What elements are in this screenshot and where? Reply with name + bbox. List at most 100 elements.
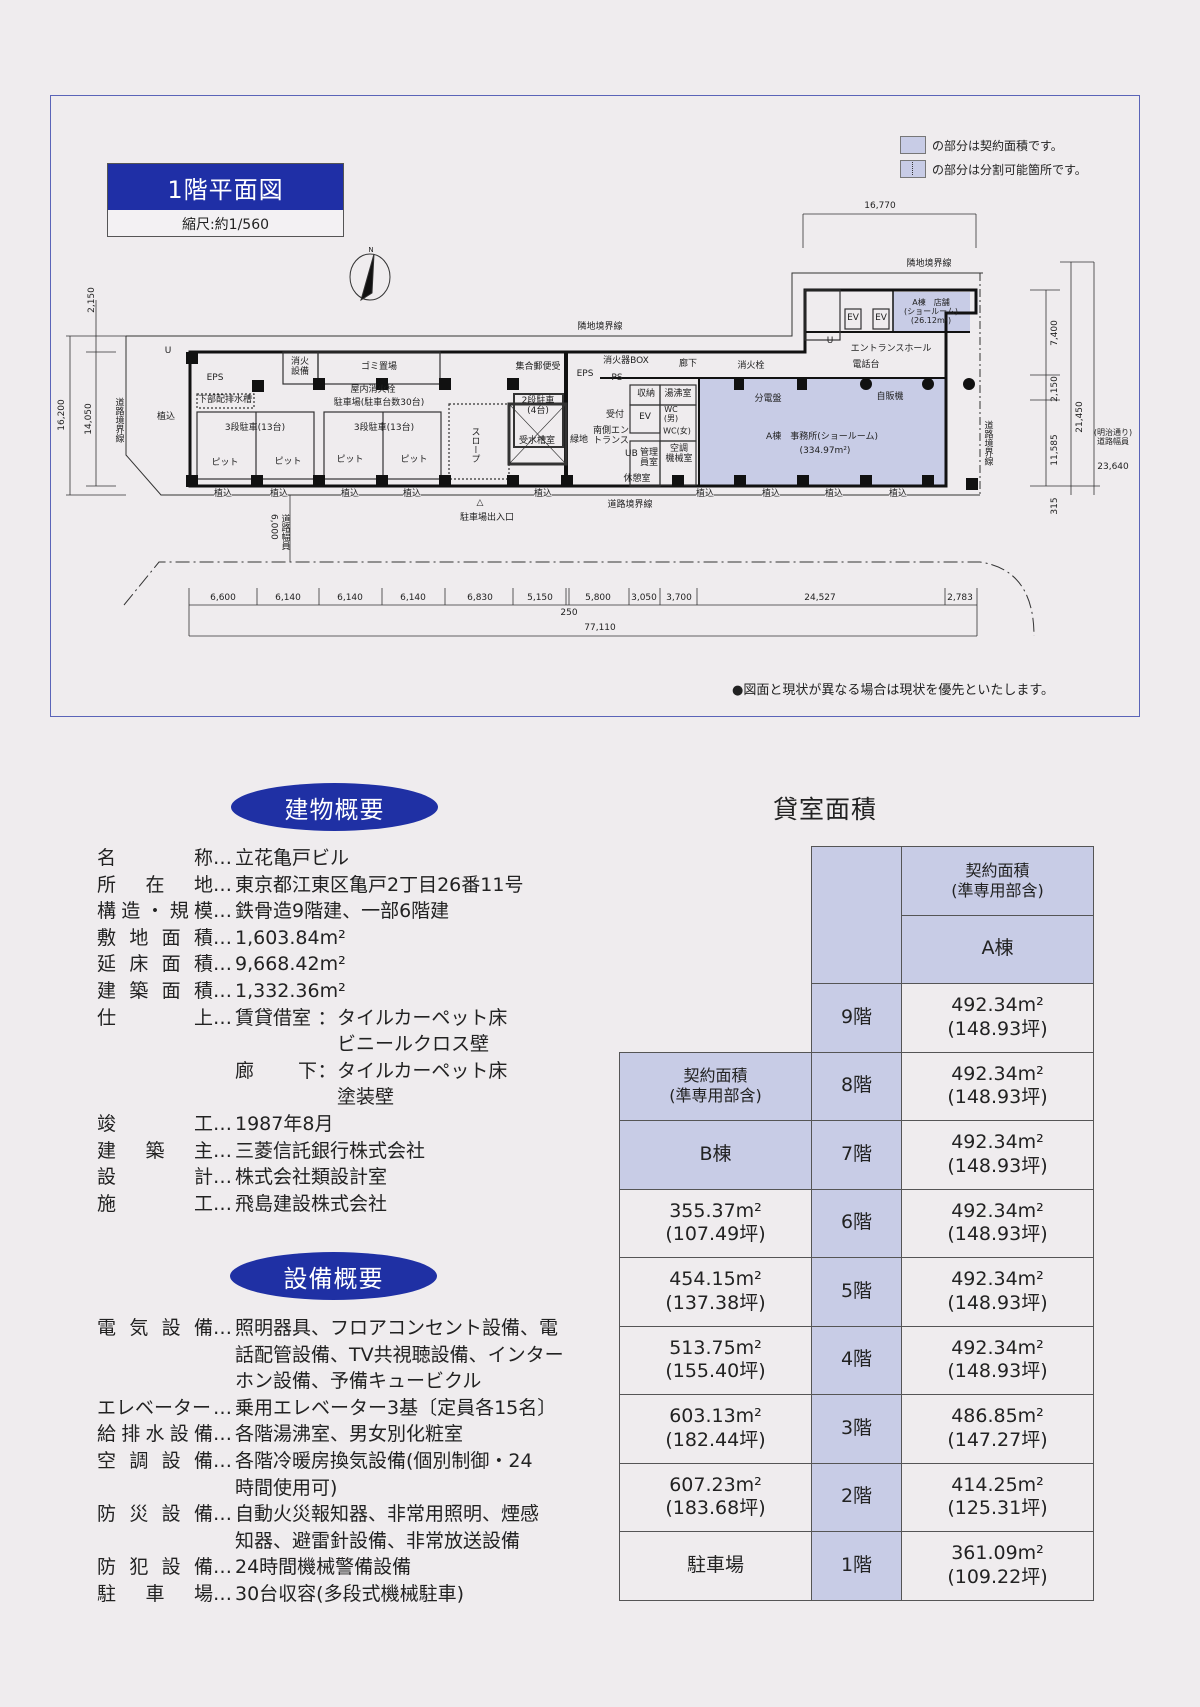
- header-row: 契約面積 (準専用部含): [620, 846, 1094, 984]
- floor-cell: 3階: [811, 1394, 902, 1464]
- spec-label-char: 上: [193, 1006, 213, 1029]
- spec-label-char: 設: [161, 1503, 181, 1526]
- dim-bottom: 5,800: [585, 593, 611, 604]
- spec-label: 建築主: [97, 1138, 213, 1165]
- label-rest-room: 休憩室: [623, 474, 651, 485]
- label-entrance-hall: エントランスホール: [850, 344, 932, 355]
- leader-dots: …: [213, 1112, 232, 1135]
- spec-label-char: 仕: [97, 1006, 117, 1029]
- label-road-boundary: 道路境界線: [113, 397, 124, 443]
- a-area-cell: 486.85m² (147.27坪): [901, 1394, 1094, 1464]
- label-vending-machine: 自販機: [876, 392, 904, 403]
- spec-label-char: 気: [129, 1317, 149, 1339]
- spec-value: 話配管設備、TV共視聴設備、インター: [235, 1343, 564, 1366]
- a-area-cell: 361.09m² (109.22坪): [901, 1531, 1094, 1601]
- label-planting: 植込: [824, 489, 844, 500]
- label-storage: 収納: [636, 389, 656, 400]
- spec-label-char: 面: [161, 953, 181, 976]
- dim-bottom: 6,830: [467, 593, 493, 604]
- leader-dots: …: [213, 1503, 232, 1526]
- spec-row: 建築面積…1,332.36m²: [97, 978, 523, 1005]
- floor-cell: 7階: [811, 1120, 902, 1190]
- spec-value: 24時間機械警備設備: [235, 1556, 412, 1579]
- label-water-tank: 受水槽室: [518, 436, 556, 447]
- leader-dots: …: [213, 1192, 232, 1215]
- dim-bottom: 6,140: [400, 593, 426, 604]
- label-planting: 植込: [340, 489, 360, 500]
- dim-right: 7,400: [1050, 320, 1060, 346]
- spec-label-char: 工: [193, 1192, 213, 1215]
- dimension-lines: [66, 213, 1100, 637]
- label-planting: 植込: [695, 489, 715, 500]
- spec-label-char: 防: [97, 1503, 117, 1526]
- dim-bottom: 3,700: [666, 593, 692, 604]
- entrance-marker-icon: △: [476, 498, 484, 509]
- leader-dots: …: [213, 873, 232, 896]
- spec-label: 仕上: [97, 1005, 213, 1032]
- leader-dots: …: [213, 1006, 232, 1029]
- label-wc-men: WC (男): [663, 405, 679, 423]
- b-building-header: B棟: [619, 1120, 812, 1190]
- plan-title: 1階平面図: [108, 164, 343, 210]
- a-area-cell: 492.34m² (148.93坪): [901, 1120, 1094, 1190]
- label-parking-2tier: 2段駐車 (4台): [521, 396, 555, 416]
- spec-label-char: 地: [129, 926, 149, 949]
- spec-value: 乗用エレベーター3基〔定員各15名〕: [235, 1396, 557, 1419]
- finish-value: タイルカーペット床: [337, 1059, 508, 1082]
- finish-value: 塗装壁: [337, 1086, 395, 1109]
- spec-label-char: 築: [129, 979, 149, 1002]
- leader-dots: …: [213, 847, 232, 869]
- spec-value: 各階湯沸室、男女別化粧室: [235, 1423, 464, 1446]
- spec-label-char: 排: [121, 1423, 141, 1446]
- spec-value: 1987年8月: [235, 1112, 334, 1135]
- spec-label-char: 給: [97, 1423, 117, 1446]
- b-contract-area-header: 契約面積 (準専用部含): [619, 1051, 812, 1121]
- b-area-cell: 355.37m² (107.49坪): [619, 1188, 812, 1258]
- equipment-overview-list: 電気設備…照明器具、フロアコンセント設備、電話配管設備、TV共視聴設備、インター…: [97, 1315, 564, 1608]
- spec-label: 設計: [97, 1164, 213, 1191]
- spec-label-char: 積: [193, 926, 213, 949]
- dim-top: 16,770: [864, 201, 896, 212]
- label-fire-equipment: 消火設備: [290, 357, 309, 377]
- spec-label-char: 空: [97, 1449, 117, 1472]
- spec-label-char: 地: [193, 873, 213, 896]
- spec-label-char: 備: [193, 1503, 213, 1526]
- spec-row: 給排水設備…各階湯沸室、男女別化粧室: [97, 1421, 564, 1448]
- plan-note: ●図面と現状が異なる場合は現状を優先といたします。: [732, 683, 1055, 698]
- spec-row-cont: 知器、避雷針設備、非常放送設備: [97, 1528, 564, 1555]
- label-ev: EV: [875, 313, 887, 324]
- spec-label-char: 下: [297, 1059, 317, 1082]
- columns: [186, 352, 978, 490]
- spec-label-char: 電: [97, 1317, 117, 1339]
- spec-value: 飛島建設株式会社: [235, 1192, 388, 1215]
- spec-label-char: 廊: [235, 1059, 255, 1082]
- spec-label: 建築面積: [97, 978, 213, 1005]
- spec-label-char: 計: [193, 1166, 213, 1189]
- label-reception: 受付: [605, 410, 625, 421]
- dim-bottom: 6,600: [210, 593, 236, 604]
- label-hydrant: 屋内消火栓: [350, 385, 396, 396]
- label-parking-entrance: 駐車場出入口: [459, 513, 515, 524]
- spec-row: 延床面積…9,668.42m²: [97, 951, 523, 978]
- spec-value: 鉄骨造9階建、一部6階建: [235, 900, 450, 923]
- empty-cell: [620, 847, 812, 1053]
- b-area-cell: 駐車場: [619, 1531, 812, 1601]
- spec-label-char: 積: [193, 953, 213, 976]
- spec-label-char: 造: [121, 900, 141, 923]
- spec-label-char: 水: [145, 1423, 165, 1446]
- a-area-cell: 492.34m² (148.93坪): [901, 983, 1094, 1053]
- dim-left: 2,150: [87, 287, 97, 313]
- spec-label-char: 施: [97, 1192, 117, 1215]
- spec-row: 竣工…1987年8月: [97, 1111, 523, 1138]
- spec-label-char: 積: [193, 979, 213, 1002]
- spec-label-char: 建: [97, 979, 117, 1002]
- label-planting: 植込: [156, 412, 176, 423]
- dim-bottom: 24,527: [804, 593, 836, 604]
- spec-label: 施工: [97, 1191, 213, 1218]
- spec-label-char: 所: [97, 873, 117, 896]
- spec-label: 空調設備: [97, 1448, 213, 1475]
